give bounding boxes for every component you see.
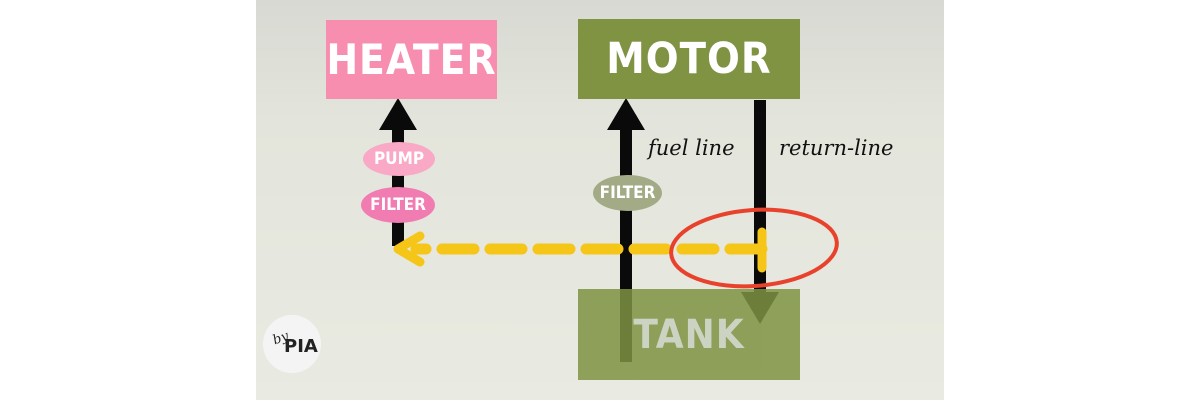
return-line-label: return-line xyxy=(779,136,894,160)
fuel-line-arrowhead xyxy=(607,98,645,130)
fuel-line-label: fuel line xyxy=(648,136,735,160)
pump-label: PUMP xyxy=(373,149,425,169)
motor-label: MOTOR xyxy=(606,34,772,84)
tank-box: TANK xyxy=(578,289,800,380)
motor-box: MOTOR xyxy=(578,19,800,99)
tank-label: TANK xyxy=(633,311,745,358)
heater-filter-badge: FILTER xyxy=(361,187,435,223)
highlight-circle xyxy=(669,207,839,289)
heater-label: HEATER xyxy=(326,35,497,84)
heater-box: HEATER xyxy=(326,20,497,99)
diagram-stage: HEATER MOTOR TANK PUMP FILTER FILTER fue… xyxy=(256,0,944,400)
fuel-filter-label: FILTER xyxy=(599,183,656,203)
heater-arrowhead xyxy=(379,98,417,130)
logo: by PIA xyxy=(263,315,321,373)
heater-filter-label: FILTER xyxy=(370,195,426,215)
logo-name-text: PIA xyxy=(284,336,318,357)
tap-arrowhead xyxy=(393,231,425,267)
pump-badge: PUMP xyxy=(363,142,435,176)
fuel-filter-badge: FILTER xyxy=(593,175,662,211)
